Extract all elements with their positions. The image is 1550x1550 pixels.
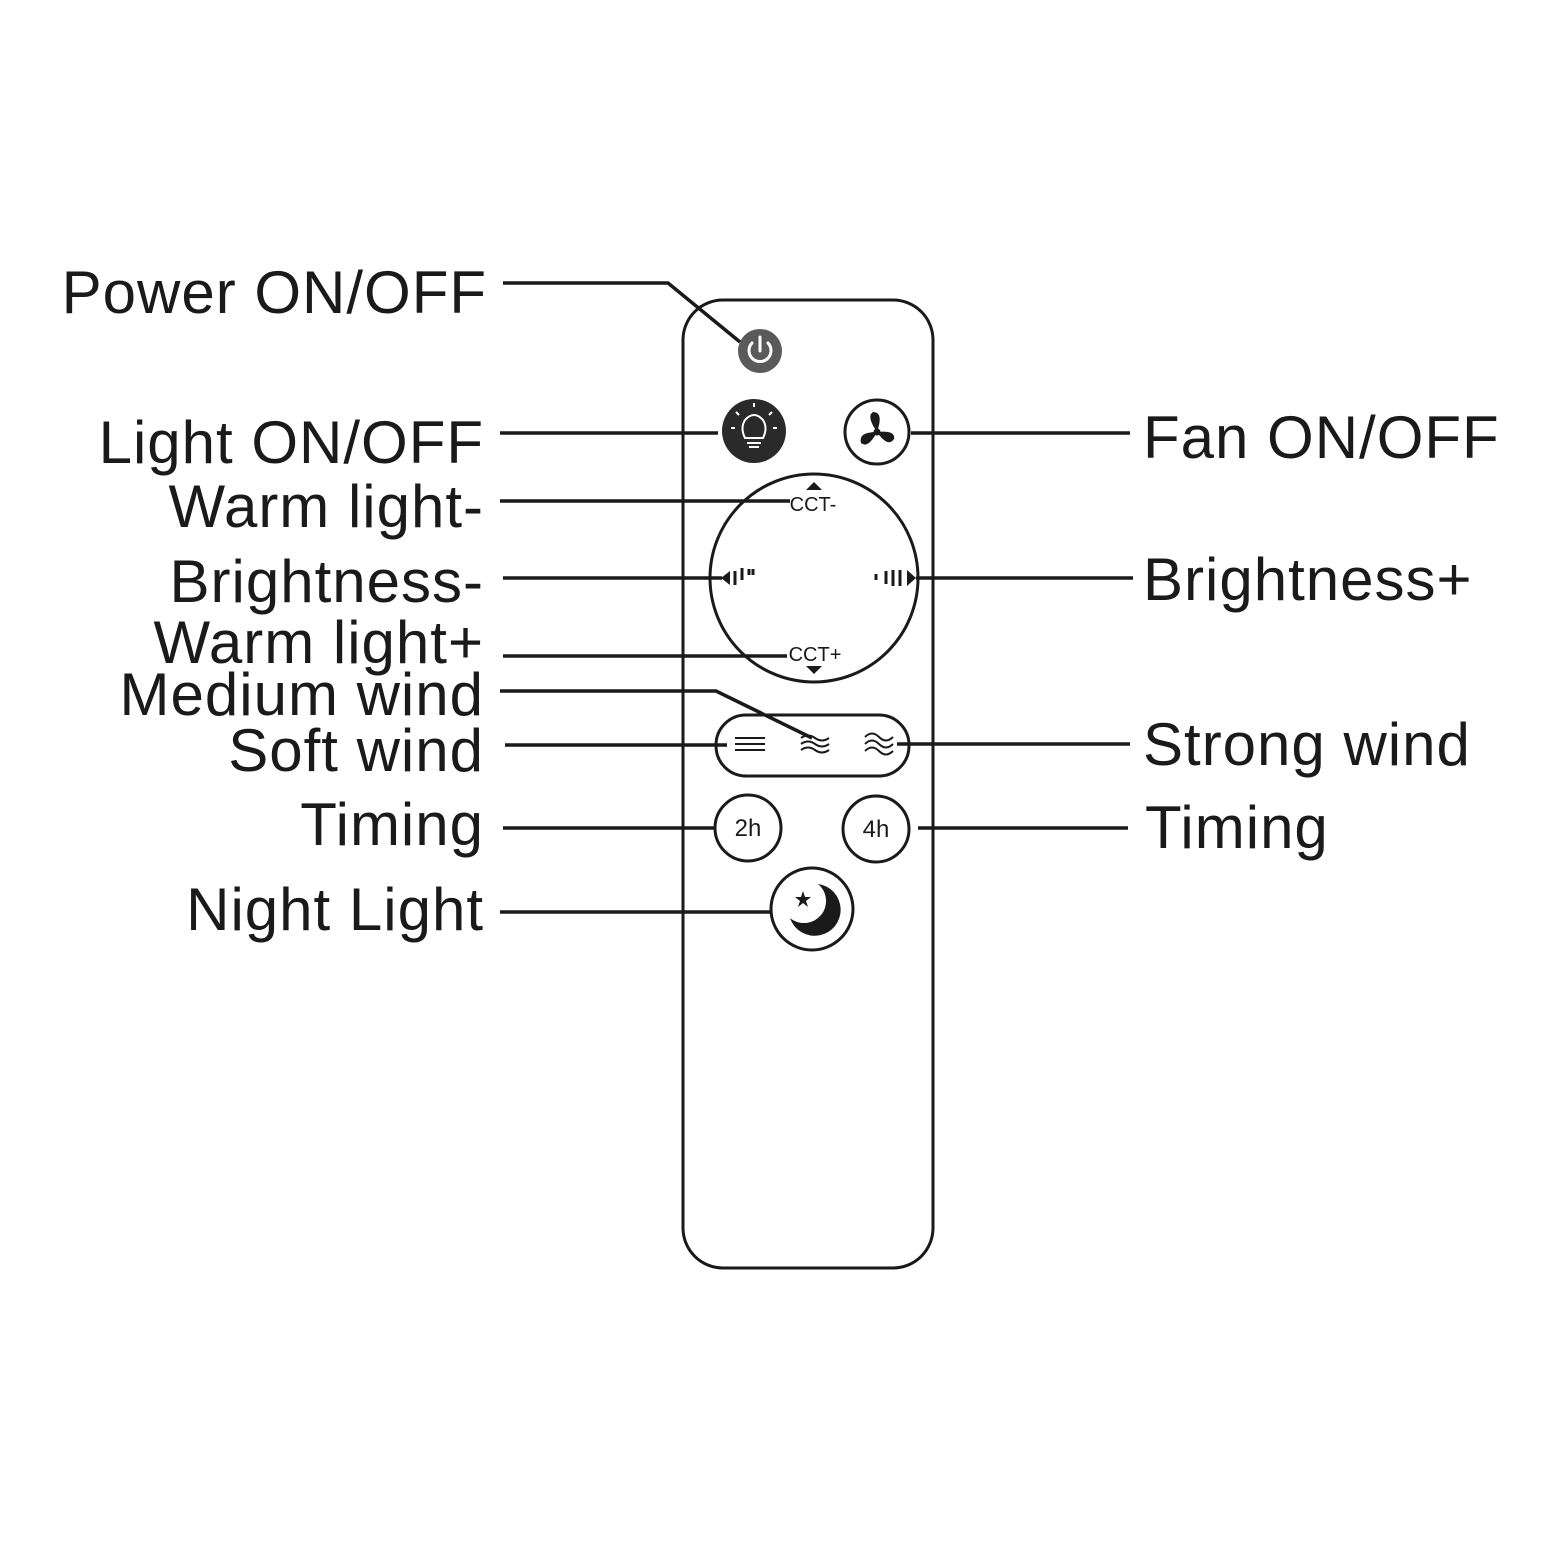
moon-star-icon (790, 884, 841, 936)
timer-4h-button[interactable]: 4h (841, 794, 911, 864)
power-button[interactable] (738, 329, 782, 373)
bright-bars-icon (874, 570, 902, 586)
medium-wind-icon (800, 734, 830, 754)
down-arrow-icon (806, 666, 822, 674)
strong-wind-icon (864, 732, 894, 756)
label-soft-wind: Soft wind (228, 717, 484, 784)
remote-body (681, 298, 935, 1270)
label-warm-plus: Warm light+ (153, 609, 484, 676)
timer-2h-label: 2h (735, 815, 762, 842)
fan-icon (860, 412, 895, 445)
cct-minus-button[interactable]: CCT- (790, 482, 837, 516)
left-arrow-icon (721, 571, 730, 585)
brightness-minus-button[interactable] (721, 568, 755, 585)
callout-labels: Power ON/OFF Light ON/OFF Fan ON/OFF War… (62, 259, 1500, 943)
timer-4h-label: 4h (863, 816, 890, 843)
right-arrow-icon (907, 570, 916, 586)
medium-wind-button[interactable] (800, 734, 830, 754)
label-power: Power ON/OFF (62, 259, 487, 326)
label-fan: Fan ON/OFF (1143, 404, 1500, 471)
soft-wind-button[interactable] (735, 737, 765, 751)
label-timing-left: Timing (300, 791, 484, 858)
label-warm-minus: Warm light- (169, 473, 484, 540)
label-night-light: Night Light (186, 876, 484, 943)
soft-wind-icon (735, 737, 765, 751)
bulb-icon (731, 403, 777, 448)
power-icon (747, 335, 773, 363)
up-arrow-icon (806, 482, 822, 490)
cct-plus-button[interactable]: CCT+ (789, 644, 842, 674)
cct-plus-label: CCT+ (789, 644, 842, 666)
strong-wind-button[interactable] (864, 732, 894, 756)
label-strong-wind: Strong wind (1143, 711, 1471, 778)
light-button[interactable] (722, 399, 786, 463)
leader-lines (500, 281, 1133, 914)
dim-bars-icon (733, 568, 755, 585)
label-medium-wind: Medium wind (120, 661, 484, 728)
brightness-plus-button[interactable] (874, 570, 916, 586)
timer-2h-button[interactable]: 2h (713, 793, 783, 863)
label-light: Light ON/OFF (99, 409, 484, 476)
night-light-button[interactable] (769, 866, 855, 952)
cct-minus-label: CCT- (790, 494, 837, 516)
label-timing-right: Timing (1145, 794, 1329, 861)
label-brightness-plus: Brightness+ (1143, 546, 1473, 613)
label-brightness-minus: Brightness- (170, 548, 484, 615)
fan-button[interactable] (843, 398, 911, 466)
